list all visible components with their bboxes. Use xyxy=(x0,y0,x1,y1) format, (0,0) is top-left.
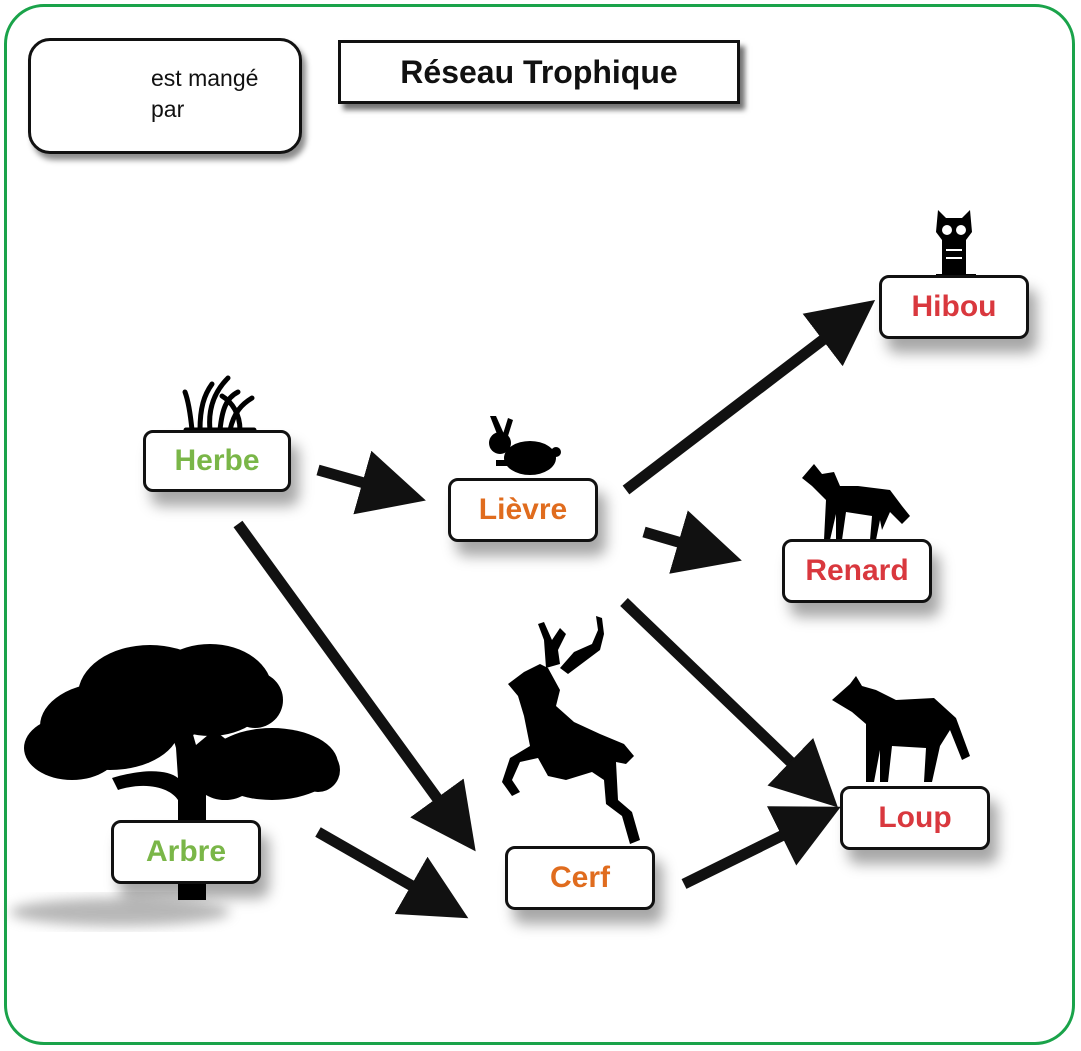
node-renard: Renard xyxy=(782,539,932,603)
node-cerf: Cerf xyxy=(505,846,655,910)
arrow-lievre-to-renard xyxy=(644,532,726,556)
deer-icon xyxy=(502,616,640,844)
arrow-herbe-to-lievre xyxy=(318,470,410,496)
ground-shadow xyxy=(10,898,230,926)
arrow-lievre-to-hibou xyxy=(626,310,862,490)
wolf-icon xyxy=(832,676,970,782)
diagram-title: Réseau Trophique xyxy=(338,40,740,104)
node-arbre: Arbre xyxy=(111,820,261,884)
node-herbe: Herbe xyxy=(143,430,291,492)
legend-text: est mangé par xyxy=(151,63,291,125)
fox-icon xyxy=(802,464,910,540)
node-hibou: Hibou xyxy=(879,275,1029,339)
rabbit-icon xyxy=(489,416,561,475)
edges-layer xyxy=(238,310,862,910)
legend-box: est mangé par xyxy=(28,38,302,154)
owl-icon xyxy=(936,210,976,278)
arrow-lievre-to-loup xyxy=(624,602,826,796)
arrow-arbre-to-cerf xyxy=(318,832,454,910)
node-lievre: Lièvre xyxy=(448,478,598,542)
node-loup: Loup xyxy=(840,786,990,850)
arrow-cerf-to-loup xyxy=(684,814,826,884)
grass-icon xyxy=(185,378,254,430)
